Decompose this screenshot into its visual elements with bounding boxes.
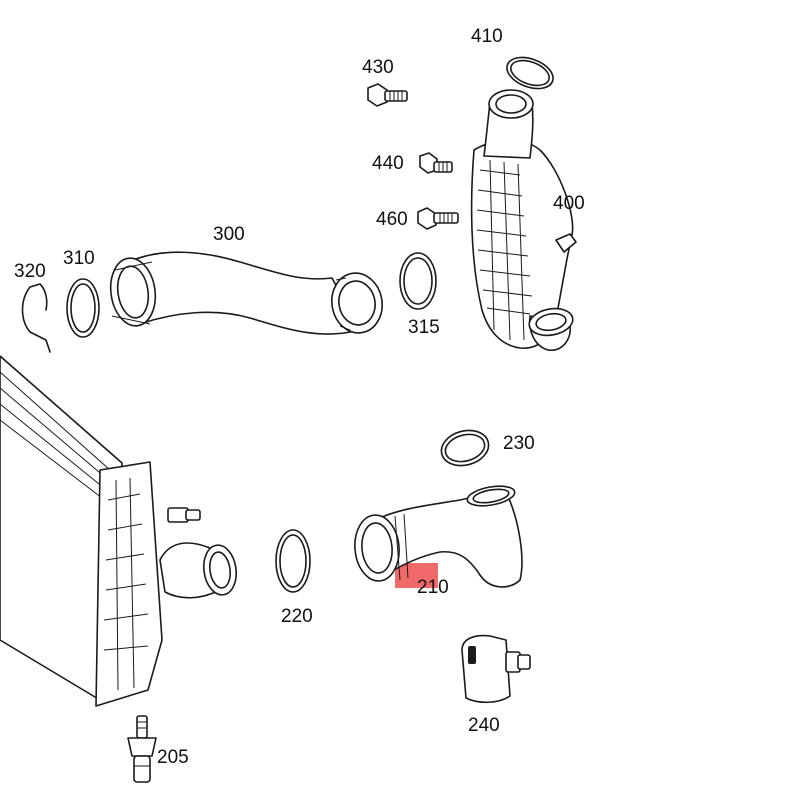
- label-310: 310: [63, 248, 95, 269]
- label-410: 410: [471, 26, 503, 47]
- part-240-sensor[interactable]: [461, 634, 531, 704]
- label-320: 320: [14, 261, 46, 282]
- part-300-hose[interactable]: [106, 251, 386, 337]
- label-300: 300: [213, 224, 245, 245]
- part-210-elbow[interactable]: [352, 483, 523, 588]
- label-205: 205: [157, 747, 189, 768]
- label-315: 315: [408, 317, 440, 338]
- part-400-housing[interactable]: [470, 89, 577, 351]
- label-240: 240: [468, 715, 500, 736]
- charge-air-cooler: [0, 355, 238, 707]
- label-230: 230: [503, 433, 535, 454]
- part-205-pin[interactable]: [127, 715, 157, 783]
- part-310-oring[interactable]: [66, 278, 100, 338]
- part-320-clip[interactable]: [21, 283, 51, 353]
- highlight-marker: [395, 563, 438, 588]
- part-410-oring[interactable]: [503, 52, 558, 95]
- part-430-bolt[interactable]: [367, 83, 408, 107]
- label-210: 210: [417, 577, 449, 598]
- part-220-oring[interactable]: [275, 529, 311, 593]
- part-440-bolt[interactable]: [419, 152, 453, 174]
- part-230-oring[interactable]: [437, 425, 492, 470]
- label-220: 220: [281, 606, 313, 627]
- part-315-oring[interactable]: [399, 252, 437, 310]
- label-400: 400: [553, 193, 585, 214]
- label-430: 430: [362, 57, 394, 78]
- label-460: 460: [376, 209, 408, 230]
- label-440: 440: [372, 153, 404, 174]
- part-460-bolt[interactable]: [417, 207, 459, 230]
